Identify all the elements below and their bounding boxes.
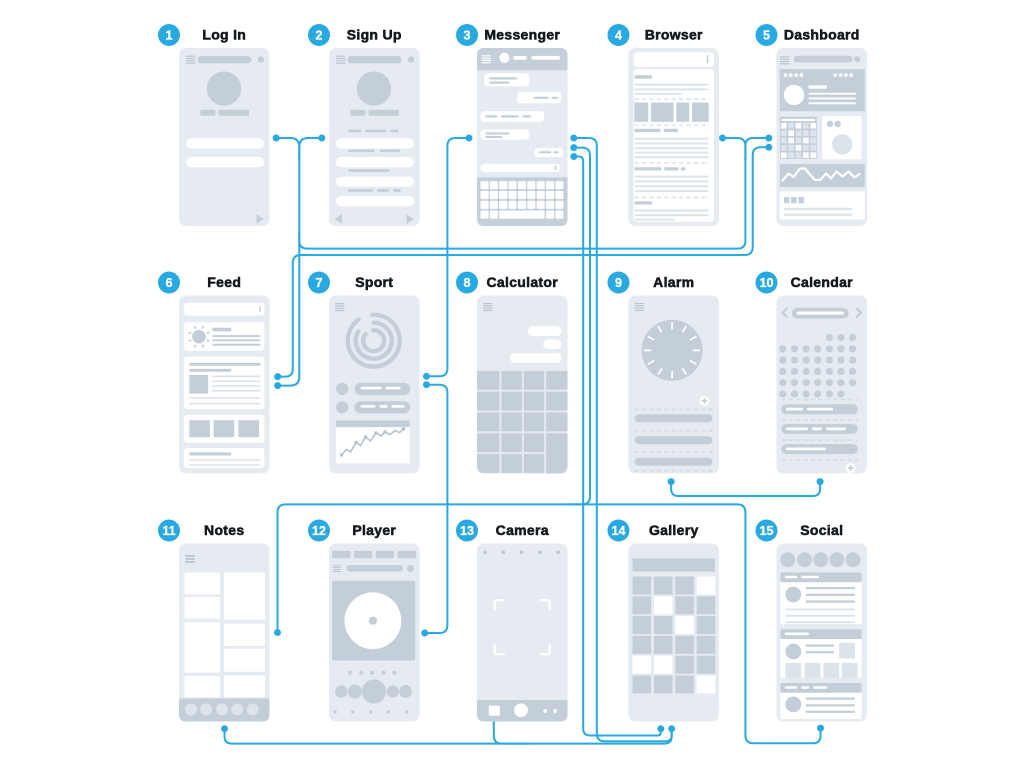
svg-text:Sign Up: Sign Up (347, 26, 402, 42)
svg-text:14: 14 (611, 524, 625, 538)
svg-text:6: 6 (165, 276, 172, 290)
svg-text:Social: Social (800, 522, 843, 538)
svg-text:Alarm: Alarm (653, 274, 694, 290)
svg-text:Messenger: Messenger (484, 26, 560, 42)
svg-text:Calculator: Calculator (487, 274, 559, 290)
svg-text:7: 7 (315, 276, 322, 290)
svg-text:Log In: Log In (202, 26, 246, 42)
svg-text:Camera: Camera (496, 522, 549, 538)
svg-text:8: 8 (463, 276, 470, 290)
svg-text:Calendar: Calendar (791, 274, 854, 290)
svg-text:Sport: Sport (355, 274, 393, 290)
svg-text:9: 9 (615, 276, 622, 290)
svg-text:1: 1 (165, 29, 172, 43)
svg-text:10: 10 (759, 276, 773, 290)
svg-text:Feed: Feed (207, 274, 241, 290)
svg-text:Player: Player (352, 522, 396, 538)
svg-text:3: 3 (463, 29, 470, 43)
svg-text:4: 4 (615, 29, 622, 43)
svg-text:15: 15 (759, 524, 773, 538)
svg-text:13: 13 (460, 524, 474, 538)
svg-text:Dashboard: Dashboard (784, 26, 860, 42)
svg-text:5: 5 (763, 29, 770, 43)
svg-text:2: 2 (315, 29, 322, 43)
svg-text:12: 12 (312, 524, 326, 538)
svg-text:Gallery: Gallery (649, 522, 699, 538)
svg-text:Notes: Notes (204, 522, 244, 538)
svg-text:Browser: Browser (645, 26, 703, 42)
svg-text:11: 11 (162, 524, 175, 538)
